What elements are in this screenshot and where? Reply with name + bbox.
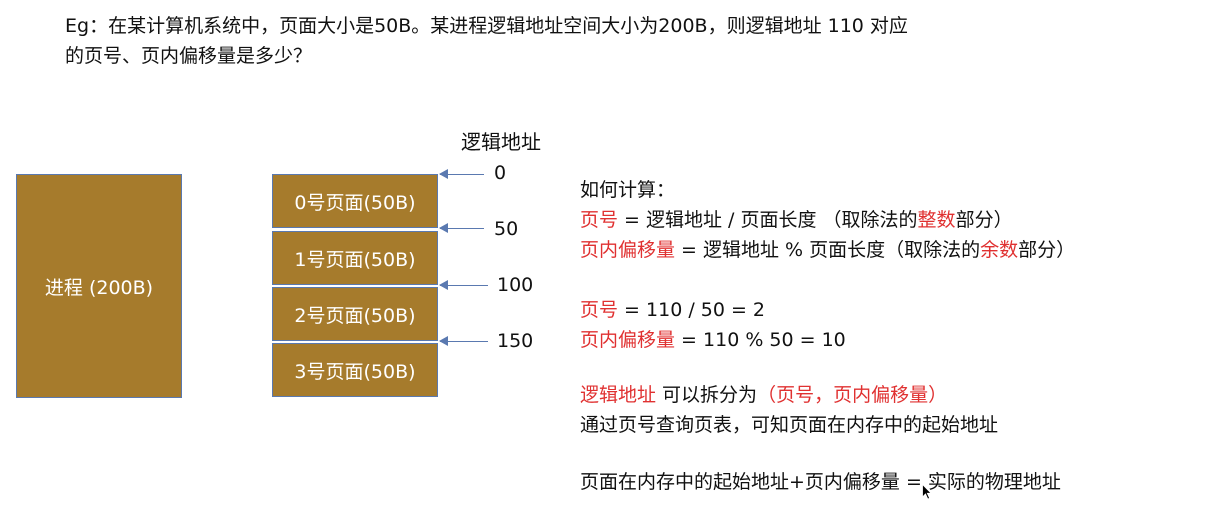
page-2-block: 2号页面(50B) — [272, 287, 438, 341]
physical-address-statement: 页面在内存中的起始地址+页内偏移量 = 实际的物理地址 — [580, 471, 1061, 493]
example-page-number: 页号 = 110 / 50 = 2 — [580, 296, 765, 324]
split-paren: （页号，页内偏移量） — [757, 384, 948, 406]
ex1-term: 页号 — [580, 299, 619, 321]
process-label: 进程 (200B) — [44, 276, 154, 299]
arrow-50 — [439, 223, 484, 233]
ex2-term: 页内偏移量 — [580, 329, 676, 351]
rule-page-number: 页号 = 逻辑地址 / 页面长度 （取除法的整数部分） — [580, 206, 1013, 234]
arrow-100 — [439, 280, 488, 290]
rule1-key: 整数 — [917, 209, 956, 231]
rule2-term: 页内偏移量 — [580, 239, 676, 261]
arrow-0 — [439, 169, 484, 179]
example-offset: 页内偏移量 = 110 % 50 = 10 — [580, 326, 846, 354]
rule2-rest-a: = 逻辑地址 % 页面长度（取除法的 — [675, 239, 981, 261]
ex2-rest: = 110 % 50 = 10 — [675, 329, 846, 351]
address-mark-150: 150 — [497, 330, 534, 352]
page-0-label: 0号页面(50B) — [294, 191, 416, 214]
page-1-label: 1号页面(50B) — [294, 248, 416, 271]
page-3-label: 3号页面(50B) — [294, 360, 416, 383]
process-block: 进程 (200B) — [16, 174, 182, 398]
rule2-key: 余数 — [980, 239, 1019, 261]
page-3-block: 3号页面(50B) — [272, 343, 438, 397]
address-mark-0: 0 — [494, 162, 507, 184]
address-mark-50: 50 — [494, 218, 519, 240]
split-mid: 可以拆分为 — [656, 384, 758, 406]
rule2-rest-b: 部分） — [1018, 239, 1076, 261]
ex1-rest: = 110 / 50 = 2 — [618, 299, 766, 321]
page-0-block: 0号页面(50B) — [272, 174, 438, 228]
page-1-block: 1号页面(50B) — [272, 231, 438, 285]
question-line-1: Eg：在某计算机系统中，页面大小是50B。某进程逻辑地址空间大小为200B，则逻… — [65, 15, 908, 37]
question-line-2: 的页号、页内偏移量是多少？ — [65, 45, 313, 67]
address-mark-100: 100 — [497, 274, 534, 296]
arrow-150 — [439, 336, 488, 346]
rule1-rest-b: 部分） — [955, 209, 1013, 231]
rule1-rest-a: = 逻辑地址 / 页面长度 （取除法的 — [618, 209, 918, 231]
split-statement: 逻辑地址 可以拆分为（页号，页内偏移量） — [580, 381, 947, 409]
rule1-term: 页号 — [580, 209, 619, 231]
logical-address-title: 逻辑地址 — [461, 130, 541, 154]
rule-offset: 页内偏移量 = 逻辑地址 % 页面长度（取除法的余数部分） — [580, 236, 1075, 264]
page-2-label: 2号页面(50B) — [294, 304, 416, 327]
split-term: 逻辑地址 — [580, 384, 657, 406]
mouse-cursor-icon — [922, 484, 932, 500]
calc-heading: 如何计算： — [580, 179, 676, 201]
lookup-statement: 通过页号查询页表，可知页面在内存中的起始地址 — [580, 414, 999, 436]
